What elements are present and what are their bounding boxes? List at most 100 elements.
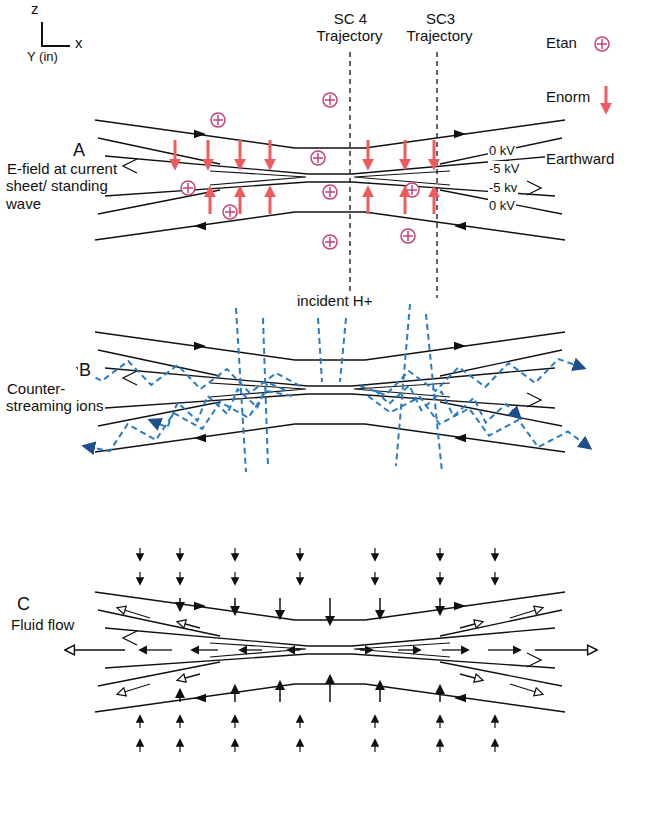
enorm-arrow	[433, 190, 436, 214]
flow-arrow	[234, 716, 235, 728]
label-text: E-field at current sheet/ standing wave	[6, 160, 117, 212]
label: x	[74, 34, 84, 51]
field-line	[352, 368, 555, 386]
field-line	[210, 643, 306, 657]
label: -5 kV	[488, 162, 520, 177]
flow-arrow	[299, 740, 300, 752]
field-line	[308, 173, 352, 174]
flow-arrow	[234, 598, 236, 614]
label-text: C	[16, 594, 31, 614]
flow-arrow	[299, 548, 300, 560]
flow-arrow	[234, 686, 236, 702]
enorm-arrow	[605, 86, 608, 110]
field-direction-arrowhead	[194, 222, 206, 230]
field-line	[352, 394, 555, 408]
label-text: Fluid flow	[10, 616, 75, 633]
field-line	[98, 190, 220, 214]
flow-arrow	[379, 598, 381, 618]
field-line	[308, 393, 352, 394]
flow-arrow	[139, 740, 140, 752]
flow-arrow	[374, 548, 375, 560]
counter-streaming-ion	[78, 361, 300, 393]
enorm-arrow	[404, 140, 407, 166]
enorm-arrow	[433, 140, 436, 166]
chevron	[527, 653, 541, 667]
label-text: SC3 Trajectory	[406, 10, 473, 44]
label-text: -5 kv	[488, 180, 518, 195]
field-line	[352, 156, 555, 174]
legend-entry: Enorm	[545, 88, 591, 105]
chevron	[123, 159, 137, 173]
enorm-arrow	[209, 190, 212, 214]
field-line	[105, 628, 308, 646]
label: SC3 Trajectory	[398, 10, 482, 45]
label: C	[16, 594, 31, 615]
label-text: B	[78, 360, 92, 380]
sc3-trajectory	[436, 52, 437, 298]
label: B	[78, 360, 92, 381]
outflow-arrow	[510, 608, 542, 618]
enorm-arrow	[367, 140, 370, 166]
incident-ion	[396, 304, 410, 466]
outflow-arrow	[178, 674, 200, 680]
flow-arrow	[379, 682, 381, 702]
label: Counter- streaming ions	[6, 380, 112, 415]
outflow-arrow	[178, 622, 200, 628]
chevron	[123, 371, 137, 385]
field-line	[352, 628, 555, 646]
label: incident H+	[296, 292, 373, 309]
etan-symbol	[323, 185, 337, 199]
label-text: SC 4 Trajectory	[316, 10, 383, 44]
flow-arrow	[494, 548, 495, 560]
label-text: 0 kV	[488, 198, 516, 213]
outflow-arrow	[442, 649, 468, 650]
flow-arrow	[374, 716, 375, 728]
flow-arrow	[179, 740, 180, 752]
etan-symbol	[405, 183, 419, 197]
counter-streaming-ion	[84, 391, 292, 451]
outflow-arrow	[360, 649, 372, 650]
field-line	[440, 662, 562, 686]
flow-arrow	[279, 682, 281, 702]
flow-arrow	[179, 716, 180, 728]
enorm-arrow	[239, 140, 242, 166]
outflow-arrow	[118, 684, 150, 694]
label: z	[30, 0, 40, 17]
flow-arrow	[439, 572, 440, 584]
field-direction-arrowhead	[454, 694, 466, 702]
label-text: x	[74, 34, 84, 51]
label-text: A	[72, 140, 86, 160]
etan-symbol	[181, 181, 195, 195]
outflow-arrow	[460, 622, 482, 628]
flow-arrow	[139, 716, 140, 728]
etan-symbol	[311, 151, 325, 165]
outflow-arrow	[535, 649, 596, 651]
outflow-arrow	[240, 649, 262, 650]
flow-arrow	[439, 686, 441, 702]
flow-arrow	[139, 572, 140, 584]
flow-arrow	[494, 572, 495, 584]
flow-arrow	[439, 740, 440, 752]
outflow-arrow	[460, 674, 482, 680]
chevron	[527, 393, 541, 407]
outflow-arrow	[140, 649, 172, 650]
chevron	[123, 631, 137, 645]
label: A	[72, 140, 86, 161]
incident-ion	[318, 318, 322, 382]
enorm-arrow	[207, 140, 210, 166]
field-line	[98, 402, 220, 426]
flow-arrow	[494, 740, 495, 752]
label-text: 0 kV	[488, 143, 516, 158]
etan-symbol	[323, 235, 337, 249]
field-direction-arrowhead	[194, 694, 206, 702]
flow-arrow	[494, 716, 495, 728]
field-direction-arrowhead	[194, 434, 206, 442]
legend-text: Enorm	[545, 88, 591, 105]
counter-streaming-ion	[375, 385, 520, 422]
incident-ion	[426, 314, 442, 472]
legend-entry: Etan	[545, 34, 578, 51]
label: Y (in)	[26, 50, 59, 65]
label: 0 kV	[488, 144, 516, 159]
